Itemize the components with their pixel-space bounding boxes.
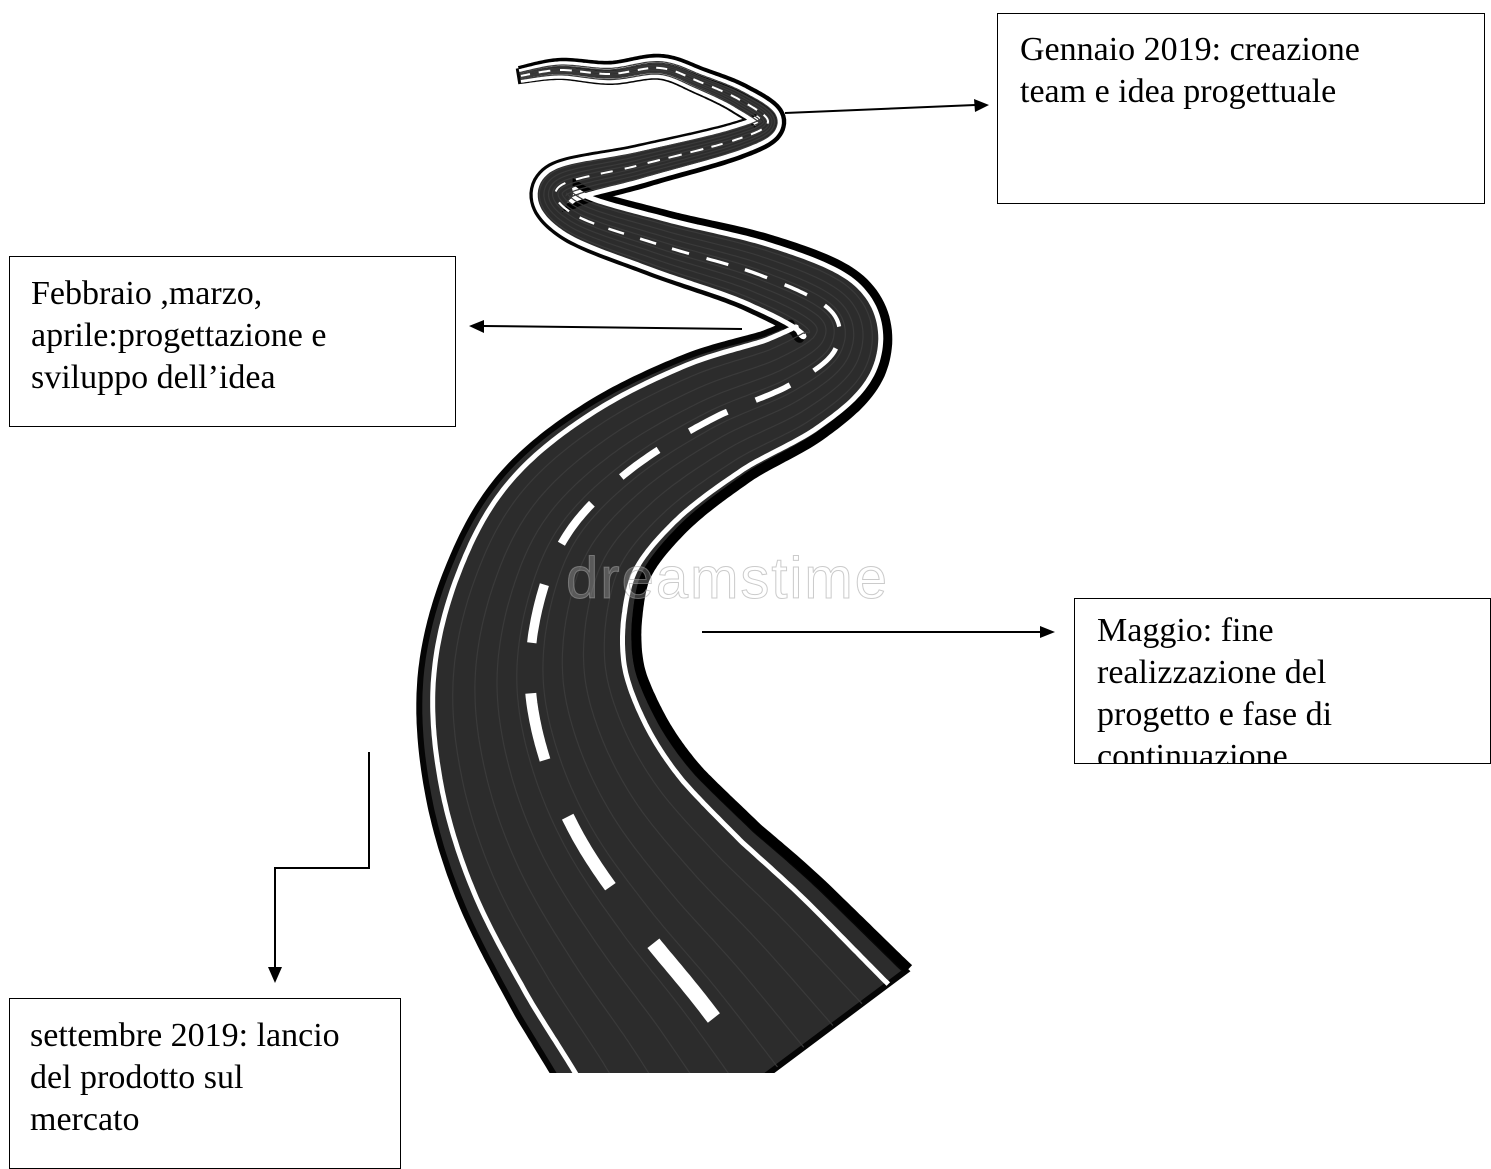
road-groove-2: [519, 64, 855, 1048]
road-groove-6: [474, 71, 818, 1073]
center-dash-23: [554, 182, 566, 192]
arrowhead-sep: [268, 967, 282, 983]
center-dash-16: [711, 142, 723, 148]
center-dash-1: [538, 69, 551, 74]
center-dash-28: [671, 247, 690, 255]
center-dash-19: [647, 158, 661, 164]
road-groove-7: [452, 73, 811, 1073]
center-dash-40: [561, 813, 616, 891]
center-dash-15: [731, 136, 743, 142]
center-dash-27: [639, 237, 657, 245]
milestone-text-september: settembre 2019: lancio del prodotto sul …: [30, 1017, 340, 1138]
center-dash-34: [754, 382, 792, 403]
center-dash-31: [783, 283, 808, 297]
center-dash-26: [608, 227, 625, 235]
center-dash-14: [750, 128, 763, 136]
center-dash-30: [744, 268, 768, 280]
road-groove-0: [519, 61, 873, 1005]
center-dash-24: [558, 201, 570, 213]
arrowhead-may: [1040, 626, 1055, 638]
milestone-box-february-april: Febbraio ,marzo, aprile:progettazione e …: [9, 256, 456, 427]
milestone-box-may: Maggio: fine realizzazione del progetto …: [1074, 598, 1491, 764]
center-dash-35: [687, 408, 729, 434]
road-groove-3: [519, 66, 846, 1068]
center-dash-6: [637, 67, 649, 71]
road: [416, 53, 913, 1073]
center-dash-37: [557, 500, 595, 546]
center-dash-33: [812, 347, 838, 373]
arrow-line-sep: [274, 752, 370, 968]
center-dash-5: [618, 70, 630, 75]
milestone-text-february-april: Febbraio ,marzo, aprile:progettazione e …: [31, 275, 327, 396]
road-texture-lines: [452, 61, 873, 1073]
center-dash-0: [520, 73, 531, 77]
center-dash-10: [711, 85, 723, 93]
center-dash-39: [525, 692, 551, 762]
arrowhead-jan: [974, 99, 989, 112]
road-surface: [416, 55, 911, 1073]
center-dash-13: [762, 114, 769, 124]
watermark-text: dreamstime: [566, 546, 889, 612]
center-dash-21: [600, 170, 613, 175]
center-dash-18: [668, 153, 682, 159]
road-groove-5: [496, 69, 827, 1073]
center-dash-22: [575, 175, 590, 181]
connector-arrows: [268, 99, 1055, 983]
milestone-box-january: Gennaio 2019: creazione team e idea prog…: [997, 13, 1485, 204]
milestone-text-january: Gennaio 2019: creazione team e idea prog…: [1020, 31, 1360, 110]
center-dash-29: [706, 257, 729, 267]
center-dash-8: [675, 70, 686, 77]
road-edge-line-left: [430, 73, 807, 1073]
road-edge-line-right: [518, 57, 891, 986]
center-dash-41: [647, 938, 720, 1023]
road-groove-4: [516, 68, 835, 1073]
center-dash-25: [579, 216, 595, 225]
arrow-line-feb: [482, 325, 743, 330]
center-dash-36: [619, 446, 661, 480]
center-dash-17: [690, 148, 704, 154]
center-dash-32: [823, 303, 842, 328]
arrowhead-feb: [469, 320, 484, 333]
road-groove-1: [519, 62, 864, 1026]
center-dashed-line: [520, 66, 842, 1023]
center-dash-7: [656, 66, 668, 71]
center-dash-9: [693, 78, 704, 85]
center-dash-3: [580, 70, 591, 74]
milestone-box-september: settembre 2019: lancio del prodotto sul …: [9, 998, 401, 1169]
center-dash-2: [560, 69, 572, 72]
center-dash-11: [730, 94, 741, 101]
center-dash-20: [624, 164, 637, 170]
center-dash-12: [747, 103, 758, 111]
arrow-line-jan: [784, 104, 976, 114]
center-dash-38: [527, 583, 549, 644]
milestone-text-may: Maggio: fine realizzazione del progetto …: [1097, 612, 1333, 764]
